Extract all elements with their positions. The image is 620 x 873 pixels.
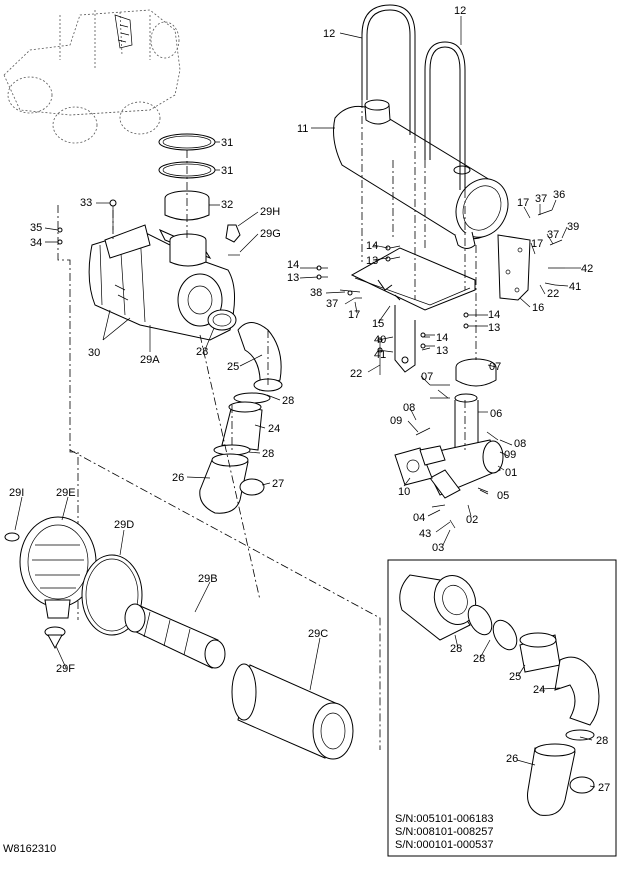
muffler bbox=[333, 99, 509, 249]
leader-lines bbox=[14, 16, 596, 788]
serial-number-3: S/N:000101-000537 bbox=[395, 839, 493, 851]
callout-34: 34 bbox=[30, 237, 42, 249]
callout-07-lower: 07 bbox=[421, 371, 433, 383]
callout-29C: 29C bbox=[308, 628, 328, 640]
callout-13-c: 13 bbox=[488, 322, 500, 334]
callout-26-b: 26 bbox=[506, 753, 518, 765]
serial-number-2: S/N:008101-008257 bbox=[395, 826, 493, 838]
serial-variant-inset bbox=[387, 559, 617, 857]
callout-labels: 01 02 03 04 05 06 07 07 08 08 09 09 10 1… bbox=[9, 5, 610, 794]
callout-13-d: 13 bbox=[436, 345, 448, 357]
callout-27-b: 27 bbox=[598, 782, 610, 794]
hardware-fasteners bbox=[316, 209, 565, 529]
drawing-number: W8162310 bbox=[3, 843, 56, 855]
callout-31-a: 31 bbox=[221, 137, 233, 149]
side-bracket bbox=[497, 234, 531, 301]
rubber-rings bbox=[158, 133, 216, 221]
callout-29E: 29E bbox=[56, 487, 76, 499]
callout-08-left: 08 bbox=[403, 402, 415, 414]
callout-32: 32 bbox=[221, 199, 233, 211]
callout-42: 42 bbox=[581, 263, 593, 275]
callout-07-upper: 07 bbox=[489, 361, 501, 373]
callout-22-b: 22 bbox=[350, 368, 362, 380]
callout-29B: 29B bbox=[198, 573, 218, 585]
exhaust-pipe-assembly bbox=[394, 358, 504, 499]
callout-06: 06 bbox=[490, 408, 502, 420]
callout-28-b: 28 bbox=[282, 395, 294, 407]
serial-number-block: S/N:005101-006183 S/N:008101-008257 S/N:… bbox=[395, 813, 493, 851]
callout-25-b: 25 bbox=[509, 671, 521, 683]
callout-41-b: 41 bbox=[374, 349, 386, 361]
callout-15: 15 bbox=[372, 318, 384, 330]
callout-17-a: 17 bbox=[517, 197, 529, 209]
serial-number-1: S/N:005101-006183 bbox=[395, 813, 493, 825]
callout-30: 30 bbox=[88, 347, 100, 359]
callout-05: 05 bbox=[497, 490, 509, 502]
callout-35: 35 bbox=[30, 222, 42, 234]
callout-09-right: 09 bbox=[504, 449, 516, 461]
callout-14-b: 14 bbox=[287, 259, 299, 271]
callout-12-right: 12 bbox=[454, 5, 466, 17]
air-cleaner-small-parts bbox=[57, 199, 241, 256]
callout-13-b: 13 bbox=[287, 272, 299, 284]
u-bolt-straps bbox=[361, 4, 466, 190]
air-cleaner-cover bbox=[4, 516, 97, 650]
air-cleaner-assembly-lines bbox=[57, 205, 381, 750]
callout-24-b: 24 bbox=[533, 684, 545, 696]
callout-37-a: 37 bbox=[535, 193, 547, 205]
callout-40: 40 bbox=[374, 334, 386, 346]
callout-14-c: 14 bbox=[488, 309, 500, 321]
callout-36: 36 bbox=[553, 189, 565, 201]
callout-29A: 29A bbox=[140, 354, 160, 366]
callout-16: 16 bbox=[532, 302, 544, 314]
callout-09-left: 09 bbox=[390, 415, 402, 427]
machine-thumbnail bbox=[3, 9, 181, 144]
callout-27-a: 27 bbox=[272, 478, 284, 490]
callout-25-a: 25 bbox=[227, 361, 239, 373]
outer-filter-element bbox=[231, 663, 354, 760]
callout-39: 39 bbox=[567, 221, 579, 233]
callout-22-a: 22 bbox=[547, 288, 559, 300]
callout-37-c: 37 bbox=[326, 298, 338, 310]
callout-28-c: 28 bbox=[262, 448, 274, 460]
callout-01: 01 bbox=[505, 467, 517, 479]
callout-03: 03 bbox=[432, 542, 444, 554]
callout-29I: 29I bbox=[9, 487, 24, 499]
callout-13-a: 13 bbox=[366, 255, 378, 267]
callout-41-a: 41 bbox=[569, 281, 581, 293]
callout-33: 33 bbox=[80, 197, 92, 209]
air-cleaner-housing bbox=[88, 224, 235, 341]
callout-28-e: 28 bbox=[473, 653, 485, 665]
callout-43: 43 bbox=[419, 528, 431, 540]
callout-14-a: 14 bbox=[366, 240, 378, 252]
callout-24-a: 24 bbox=[268, 423, 280, 435]
muffler-assembly-lines bbox=[361, 100, 477, 450]
callout-17-b: 17 bbox=[531, 238, 543, 250]
muffler-bracket bbox=[350, 247, 476, 373]
callout-17-c: 17 bbox=[348, 309, 360, 321]
callout-29H: 29H bbox=[260, 206, 280, 218]
callout-26-a: 26 bbox=[172, 472, 184, 484]
callout-12-left: 12 bbox=[323, 28, 335, 40]
callout-29D: 29D bbox=[114, 519, 134, 531]
callout-10: 10 bbox=[398, 486, 410, 498]
callout-38: 38 bbox=[310, 287, 322, 299]
callout-29F: 29F bbox=[56, 663, 75, 675]
callout-28-d: 28 bbox=[450, 643, 462, 655]
inner-filter-element bbox=[124, 603, 226, 669]
callout-08-right: 08 bbox=[514, 438, 526, 450]
callout-29G: 29G bbox=[260, 228, 281, 240]
callout-14-d: 14 bbox=[436, 332, 448, 344]
callout-37-b: 37 bbox=[547, 229, 559, 241]
callout-28-a: 28 bbox=[196, 346, 208, 358]
callout-31-b: 31 bbox=[221, 165, 233, 177]
callout-04: 04 bbox=[413, 512, 425, 524]
callout-02: 02 bbox=[466, 514, 478, 526]
callout-28-f: 28 bbox=[596, 735, 608, 747]
callout-11: 11 bbox=[297, 123, 308, 135]
